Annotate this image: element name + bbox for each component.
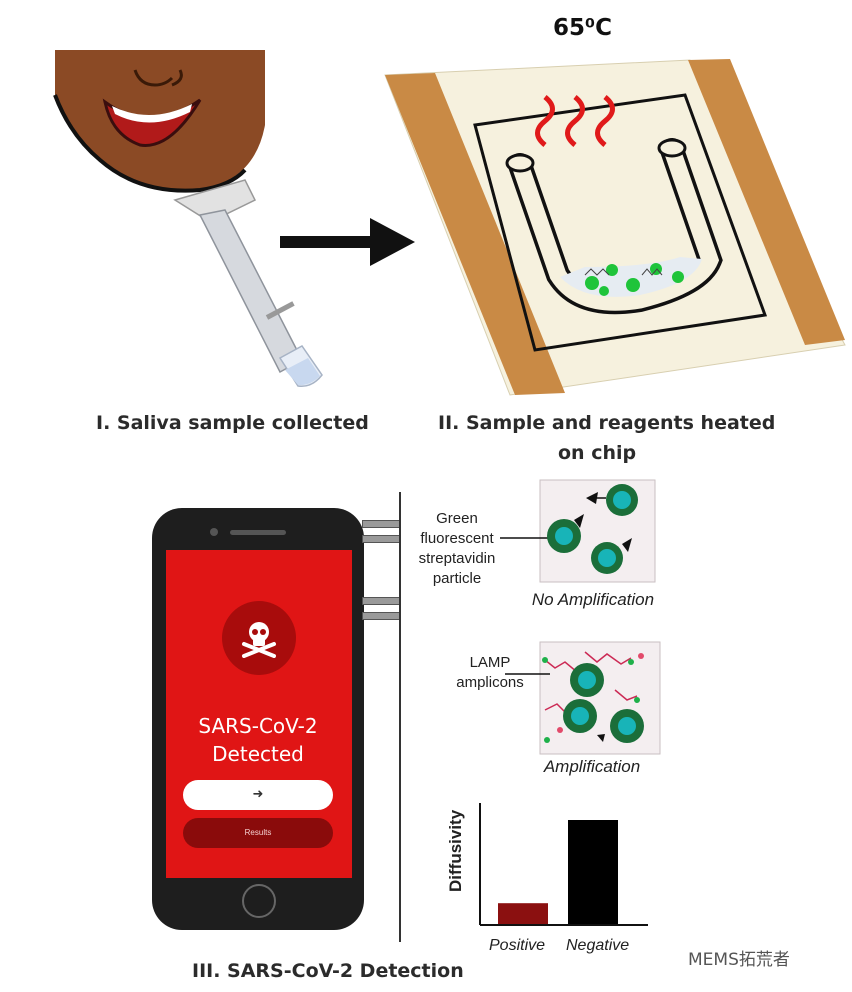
phone-home-button[interactable] <box>242 884 276 918</box>
no-amplification-caption: No Amplification <box>531 590 655 609</box>
phone-camera <box>210 528 218 536</box>
callout-line: fluorescent <box>420 530 494 547</box>
phone-status-line1: SARS-CoV-2 <box>198 714 318 738</box>
phone-side-button <box>362 597 400 605</box>
particle-callout: Green fluorescent streptavidin particle <box>402 509 512 589</box>
step2-caption-line2: on chip <box>558 442 637 464</box>
amplification-panel <box>505 641 661 755</box>
callout-line: particle <box>432 570 482 587</box>
callout-line: Green <box>436 510 478 527</box>
microfluidic-chip-illustration <box>384 59 846 396</box>
bar-label-positive: Positive <box>489 937 546 954</box>
lamp-callout: LAMP amplicons <box>440 653 540 693</box>
phone-side-button <box>362 535 400 543</box>
bar-negative <box>568 820 618 924</box>
next-button[interactable]: ➜ <box>183 780 333 810</box>
bar-positive <box>498 903 548 924</box>
phone-status-title: SARS-CoV-2 Detected <box>168 712 348 768</box>
phone-side-button <box>362 612 400 620</box>
divider-line <box>399 492 401 942</box>
no-amplification-panel <box>500 479 656 583</box>
callout-line: LAMP <box>469 654 511 671</box>
bar-label-negative: Negative <box>566 937 630 954</box>
phone-speaker <box>230 530 286 535</box>
phone-side-button <box>362 520 400 528</box>
step3-caption: III. SARS-CoV-2 Detection <box>192 960 464 982</box>
phone-status-line2: Detected <box>212 742 304 766</box>
saliva-collection-illustration <box>53 50 323 388</box>
step2-caption-line1: II. Sample and reagents heated <box>438 412 776 434</box>
results-button[interactable]: Results <box>183 818 333 848</box>
process-arrow <box>280 218 415 266</box>
amplification-caption: Amplification <box>543 757 641 776</box>
skull-crossbones-icon <box>242 622 276 658</box>
callout-line: streptavidin <box>418 550 496 567</box>
callout-line: amplicons <box>456 674 524 691</box>
chart-ylabel: Diffusivity <box>446 809 465 892</box>
watermark: MEMS拓荒者 <box>688 950 790 970</box>
diffusivity-bar-chart <box>479 803 648 926</box>
temperature-label: 65⁰C <box>553 15 612 41</box>
step1-caption: I. Saliva sample collected <box>96 412 369 434</box>
